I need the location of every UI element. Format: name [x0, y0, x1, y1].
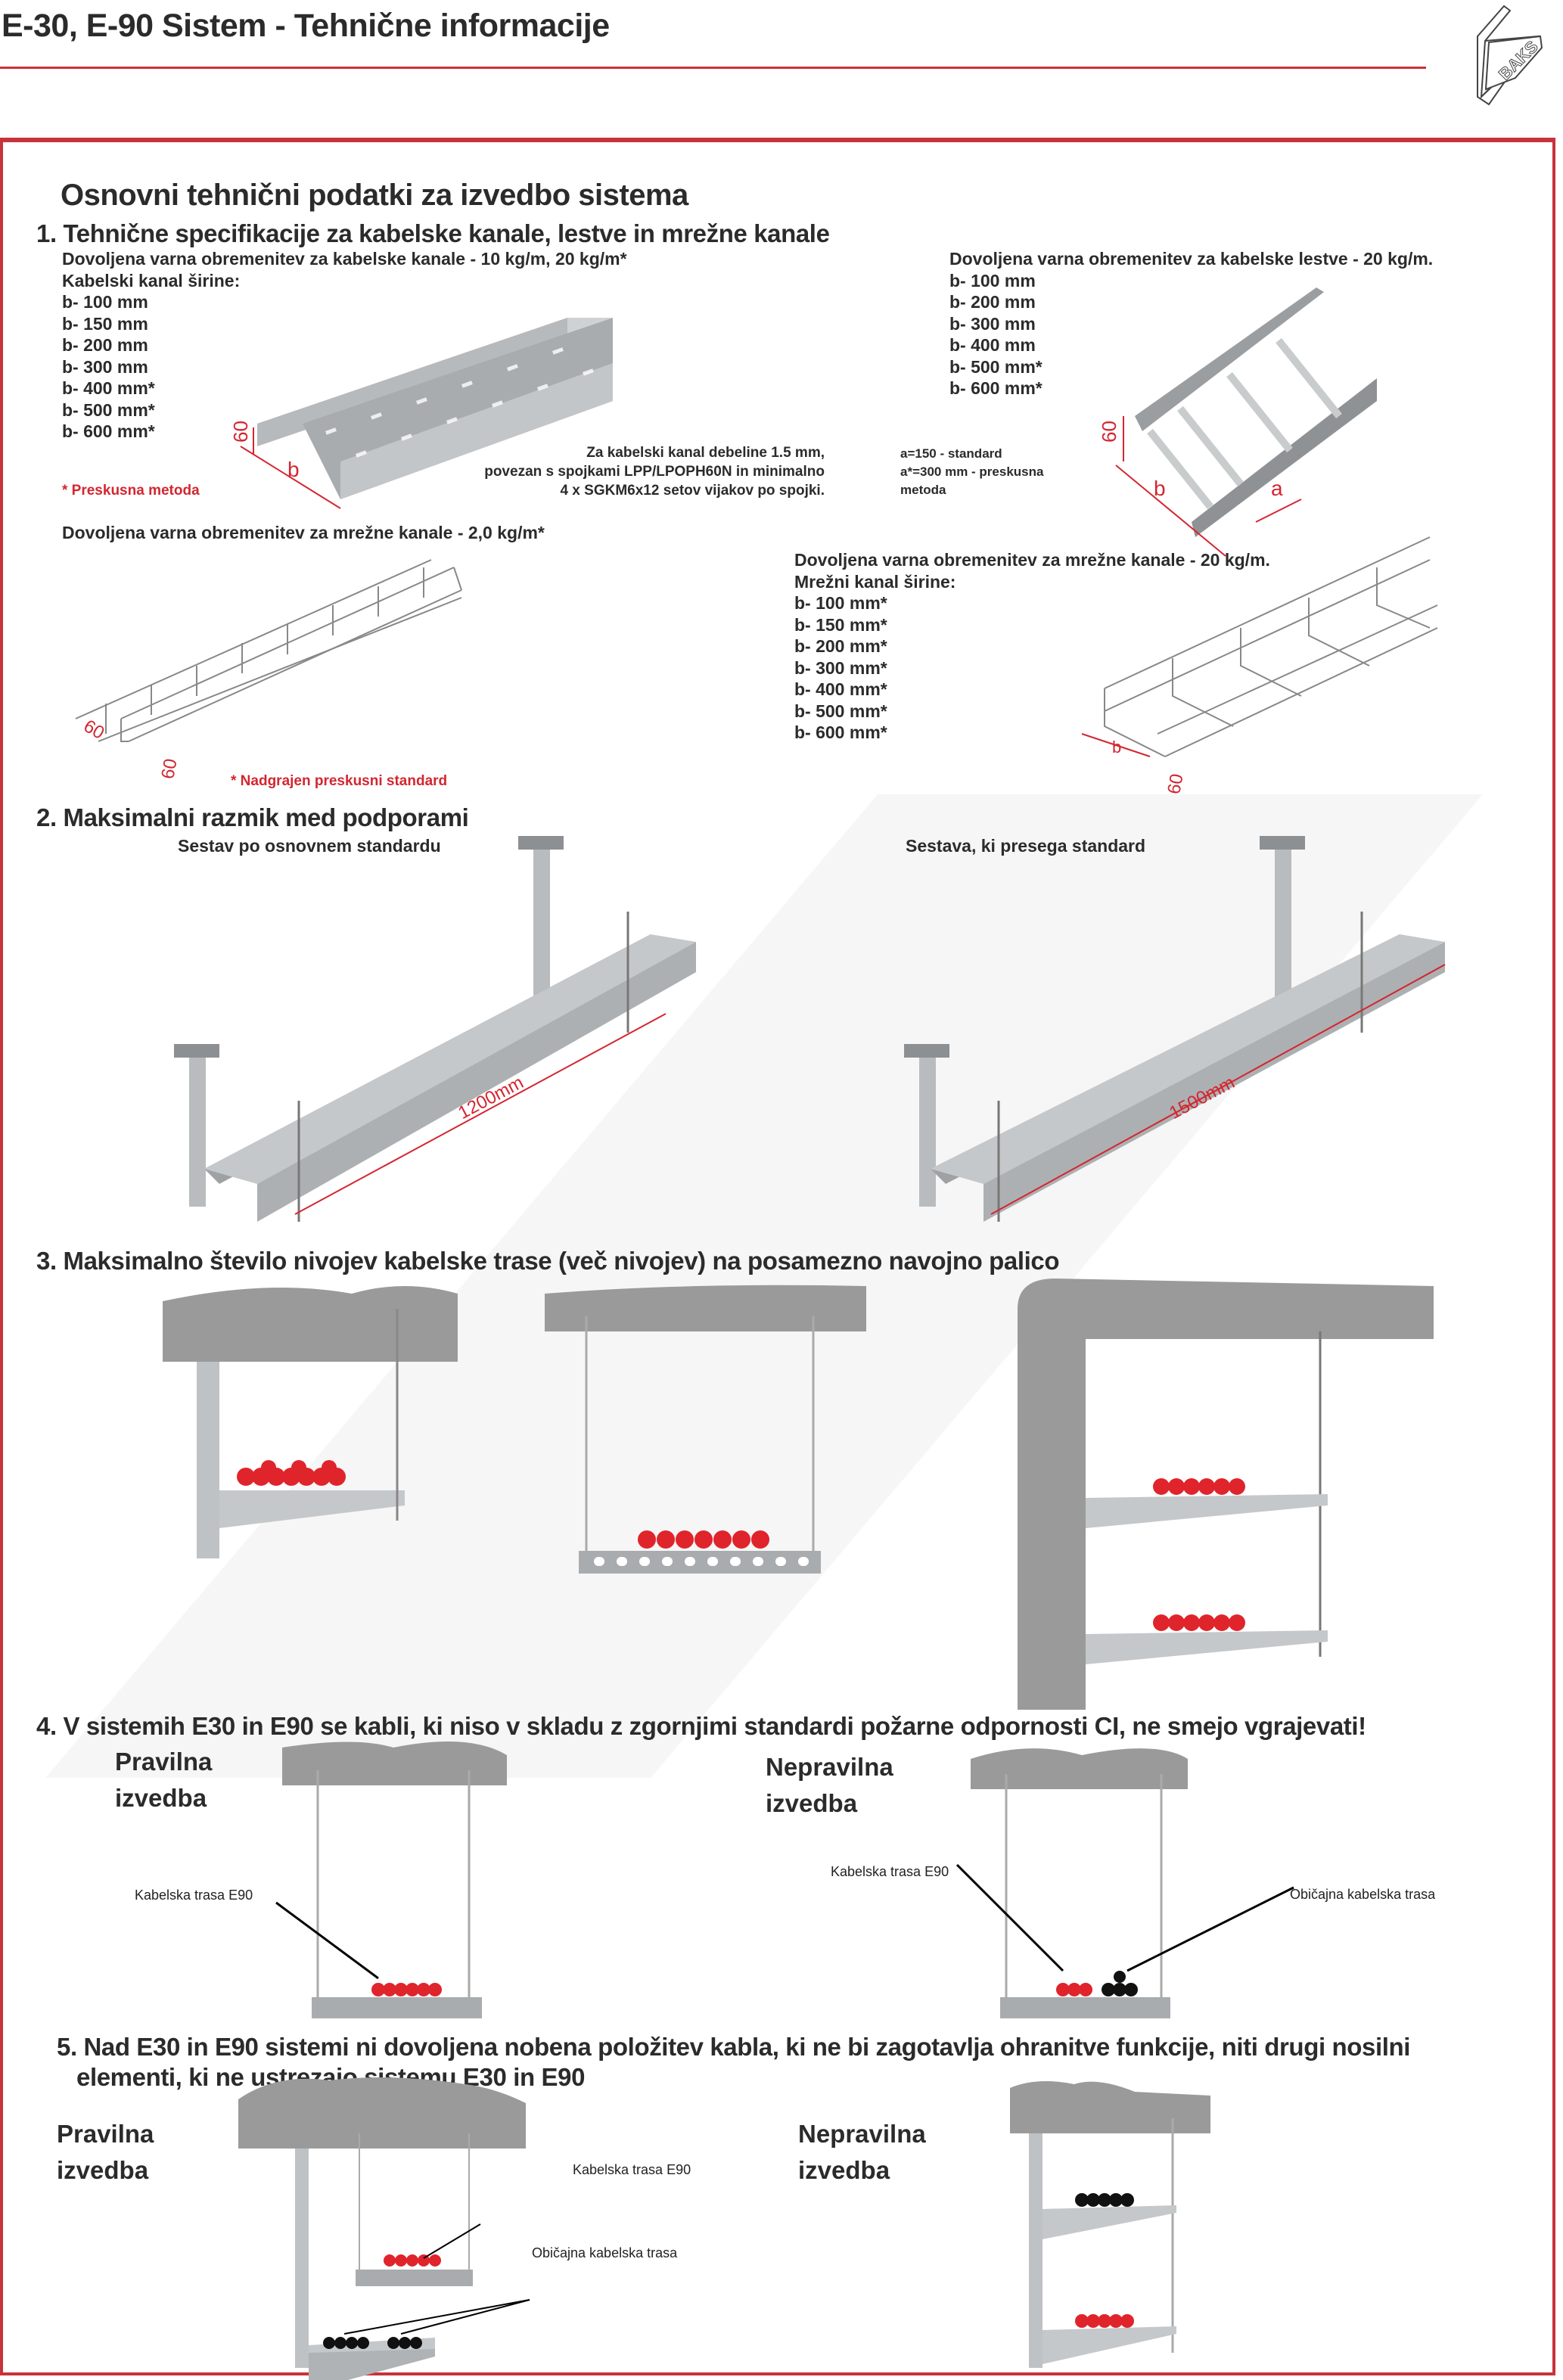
ladder-note: a=150 - standard a*=300 mm - preskusna m… [900, 445, 1043, 499]
tray-width: b- 100 mm [62, 292, 148, 312]
support-standard-label: Sestav po osnovnem standardu [178, 836, 441, 856]
ladder-load: Dovoljena varna obremenitev za kabelske … [949, 249, 1434, 269]
section-5-heading-line: 5. Nad E30 in E90 sistemi ni dovoljena n… [57, 2033, 1411, 2061]
svg-text:b: b [1112, 738, 1121, 757]
mesh-load: Dovoljena varna obremenitev za mrežne ka… [794, 550, 1270, 570]
e90-route-label: Kabelska trasa E90 [573, 2162, 691, 2177]
svg-text:60: 60 [1164, 772, 1187, 796]
tray-specs: Dovoljena varna obremenitev za kabelske … [62, 248, 627, 443]
header-divider [0, 67, 1426, 69]
correct-e90-hanger-illustration [275, 1742, 507, 2018]
content-frame [0, 138, 1555, 2375]
section-3-heading: 3. Maksimalno število nivojev kabelske t… [36, 1247, 1060, 1275]
mesh-width: b- 300 mm* [794, 657, 887, 678]
correct-label-line: izvedba [115, 1784, 207, 1812]
section-4-heading: 4. V sistemih E30 in E90 se kabli, ki ni… [36, 1712, 1366, 1740]
baks-logo: BAKS [1477, 5, 1543, 106]
tray-note-line: Za kabelski kanal debeline 1.5 mm, [586, 445, 825, 461]
normal-route-label: Običajna kabelska trasa [532, 2245, 678, 2260]
tray-width: b- 400 mm* [62, 378, 155, 398]
section-2-heading: 2. Maksimalni razmik med podporami [36, 803, 469, 831]
mesh-specs: Dovoljena varna obremenitev za mrežne ka… [794, 549, 1270, 744]
svg-text:60: 60 [157, 757, 181, 781]
mesh-width: b- 150 mm* [794, 614, 887, 635]
incorrect-label-line: Nepravilna [766, 1753, 893, 1781]
incorrect-label-line: izvedba [798, 2156, 890, 2184]
e90-route-label: Kabelska trasa E90 [831, 1864, 949, 1879]
ladder-width: b- 100 mm [949, 270, 1036, 291]
correct-label: Pravilna izvedba [57, 2116, 154, 2189]
tray-width: b- 500 mm* [62, 399, 155, 420]
mesh-footnote: * Nadgrajen preskusni standard [231, 773, 448, 789]
incorrect-mixed-hanger-illustration [956, 1748, 1294, 2018]
page-title: E-30, E-90 Sistem - Tehnične informacije [2, 8, 610, 44]
tray-width: b- 600 mm* [62, 421, 155, 441]
correct-separate-routes-illustration [238, 2077, 530, 2380]
ladder-specs: Dovoljena varna obremenitev za kabelske … [949, 248, 1433, 399]
mesh-width: b- 600 mm* [794, 722, 887, 742]
ladder-note-line: a*=300 mm - preskusna [900, 465, 1044, 479]
ladder-width: b- 500 mm* [949, 356, 1043, 377]
cable-tray-illustration: 60 b [229, 318, 613, 509]
svg-text:b: b [1154, 477, 1166, 500]
incorrect-label-line: Nepravilna [798, 2120, 926, 2148]
mesh-tray-illustration: b 60 [1081, 536, 1438, 796]
incorrect-label-line: izvedba [766, 1789, 858, 1817]
tray-footnote: * Preskusna metoda [62, 483, 200, 499]
mesh-width: b- 500 mm* [794, 701, 887, 721]
normal-route-label: Običajna kabelska trasa [1290, 1887, 1436, 1902]
ladder-width: b- 300 mm [949, 313, 1036, 334]
incorrect-label: Nepravilna izvedba [798, 2116, 926, 2189]
incorrect-shared-bracket-illustration [1010, 2081, 1210, 2368]
support-spacing-standard-illustration: 1200mm [174, 836, 696, 1222]
mesh-width-label: Mrežni kanal širine: [794, 571, 956, 592]
ladder-width: b- 600 mm* [949, 378, 1043, 398]
correct-label-line: izvedba [57, 2156, 149, 2184]
mesh-width: b- 400 mm* [794, 679, 887, 699]
tray-note-line: 4 x SGKM6x12 setov vijakov po spojki. [560, 483, 825, 499]
ladder-note-line: metoda [900, 483, 946, 497]
ladder-width: b- 400 mm [949, 335, 1036, 355]
tray-width: b- 300 mm [62, 356, 148, 377]
correct-label-line: Pravilna [115, 1748, 213, 1776]
tray-width: b- 150 mm [62, 313, 148, 334]
mesh-small-load: Dovoljena varna obremenitev za mrežne ka… [62, 523, 545, 542]
tray-note: Za kabelski kanal debeline 1.5 mm, povez… [446, 443, 825, 500]
ladder-width: b- 200 mm [949, 292, 1036, 312]
incorrect-label: Nepravilna izvedba [766, 1749, 893, 1822]
tray-width: b- 200 mm [62, 335, 148, 355]
single-level-hanger-illustration [545, 1285, 866, 1574]
cable-ladder-illustration: 60 b a [1098, 287, 1377, 557]
correct-label: Pravilna izvedba [115, 1744, 212, 1816]
svg-text:60: 60 [1098, 421, 1120, 443]
wall-bracket-two-level-illustration [1018, 1279, 1434, 1710]
correct-label-line: Pravilna [57, 2120, 154, 2148]
ladder-note-line: a=150 - standard [900, 446, 1002, 461]
support-spacing-extended-illustration: 1500mm [904, 836, 1446, 1222]
section-1-heading: 1. Tehnične specifikacije za kabelske ka… [36, 219, 830, 247]
svg-text:60: 60 [229, 421, 252, 443]
support-extended-label: Sestava, ki presega standard [906, 836, 1146, 856]
svg-text:a: a [1271, 477, 1283, 500]
e90-route-label: Kabelska trasa E90 [135, 1888, 253, 1903]
mesh-tray-small-illustration: 60 60 [75, 559, 462, 781]
tray-load: Dovoljena varna obremenitev za kabelske … [62, 249, 627, 269]
mesh-width: b- 200 mm* [794, 636, 887, 656]
svg-text:b: b [287, 458, 300, 481]
mesh-width: b- 100 mm* [794, 593, 887, 613]
main-title: Osnovni tehnični podatki za izvedbo sist… [61, 179, 688, 212]
tray-width-label: Kabelski kanal širine: [62, 270, 241, 291]
tray-note-line: povezan s spojkami LPP/LPOPH60N in minim… [484, 464, 825, 480]
multi-level-bracket-illustration [163, 1286, 458, 1558]
section-5-heading: 5. Nad E30 in E90 sistemi ni dovoljena n… [57, 2032, 1410, 2093]
